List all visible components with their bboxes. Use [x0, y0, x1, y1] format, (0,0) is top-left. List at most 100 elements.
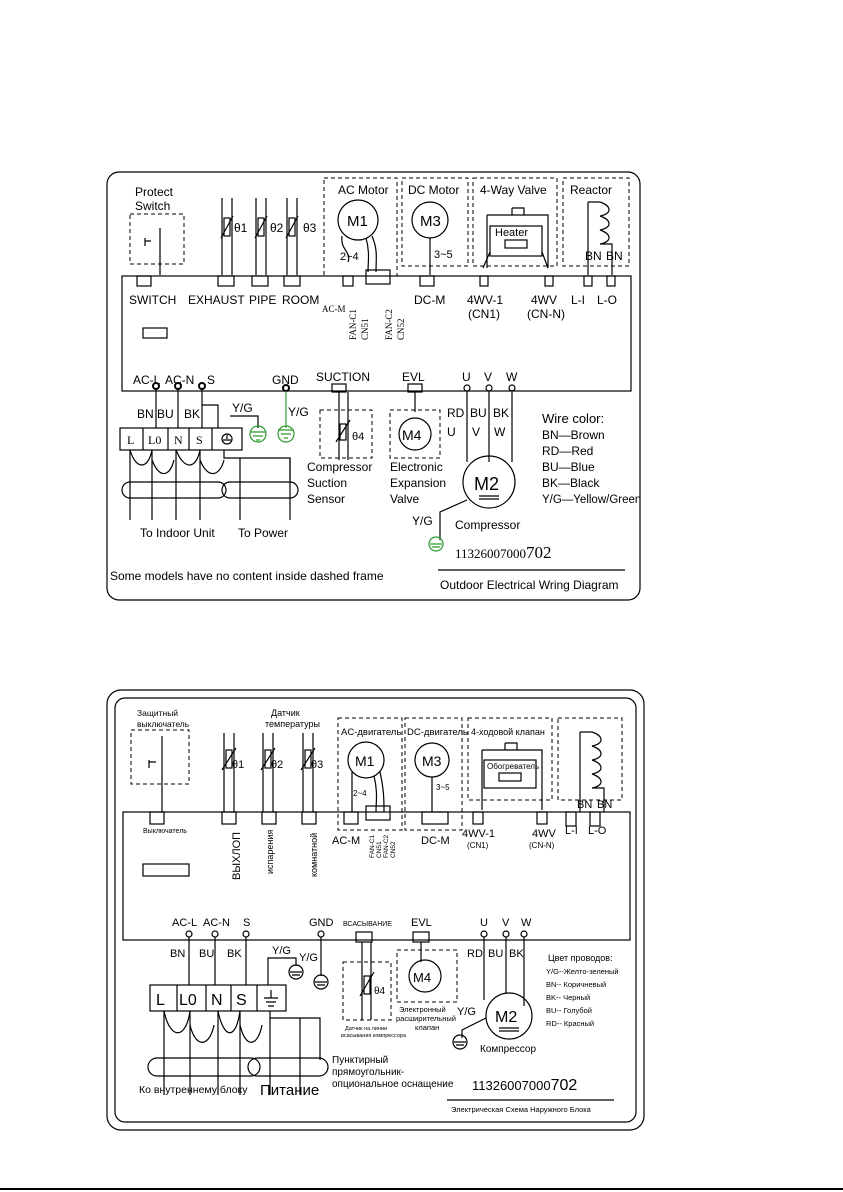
ru-pcb-w: W — [521, 917, 532, 929]
ru-wire-color-5: RD-- Красный — [546, 1019, 594, 1028]
ru-reactor-coil — [579, 731, 605, 812]
ru-dc-motor-label: DC-двигатель — [407, 727, 468, 738]
m2-label: M2 — [474, 474, 499, 494]
ru-m1-motor — [347, 741, 385, 779]
ru-pcb-4wv1: 4WV-1 — [462, 828, 495, 840]
ru-pcb-li: L-I — [565, 825, 578, 837]
svg-text:θ3: θ3 — [311, 759, 323, 771]
ru-pcb-switch-label: Выключатель — [143, 828, 187, 835]
ru-pcb-acl: AC-L — [172, 917, 197, 929]
comp-ground-symbol — [430, 543, 442, 548]
yg-ground-symbol — [250, 431, 266, 441]
ru-eev-frame — [396, 949, 458, 1003]
ru-pcb-lo: L-O — [588, 825, 607, 837]
wire-color-1: BN—Brown — [542, 428, 605, 442]
to-indoor-bundle — [121, 481, 227, 499]
sensor-pipe: θ2 — [254, 198, 284, 275]
ru-protect-switch-2: выключатель — [137, 719, 190, 729]
m4-label: M4 — [402, 427, 422, 443]
ru-note-1: Пунктирный — [332, 1055, 388, 1066]
eev-label-2: Expansion — [390, 476, 446, 490]
ru-wire-yg-1: Y/G — [272, 945, 291, 957]
eev-label-1: Electronic — [390, 460, 443, 474]
ru-heater-element — [498, 772, 522, 782]
comp-sensor-label-3: Sensor — [307, 492, 345, 506]
ru-reactor-frame — [557, 717, 623, 801]
comp-v: V — [472, 425, 480, 439]
ru-eev-2: расширительный — [396, 1014, 456, 1023]
protect-switch-frame — [129, 213, 185, 265]
ru-wire-color-3: BK-- Черный — [546, 993, 590, 1002]
gnd-symbol — [278, 391, 294, 439]
comp-wire-bk: BK — [493, 406, 509, 420]
sensor-exhaust: θ1 — [220, 198, 248, 275]
ru-dc-motor-frame — [404, 717, 463, 831]
pcb-w-label: W — [506, 370, 518, 384]
ru-m2-compressor — [485, 992, 533, 1040]
svg-text:S: S — [236, 992, 247, 1009]
comp-sensor-theta: θ4 — [352, 431, 364, 443]
ru-comp-wire-bu: BU — [488, 948, 503, 960]
svg-text:S: S — [196, 433, 203, 447]
m2-compressor — [462, 455, 516, 509]
ru-wire-bn: BN — [170, 948, 185, 960]
ru-pcb-s: S — [243, 917, 250, 929]
pcb-gnd-label: GND — [272, 373, 299, 387]
m3-label: M3 — [420, 213, 441, 230]
ru-eev-1: Электронный — [399, 1005, 446, 1014]
svg-text:L: L — [127, 433, 134, 447]
ru-pcb-exhaust-label: ВЫХЛОП — [231, 832, 243, 880]
m3-pins: 3~5 — [434, 249, 453, 261]
ru-comp-sensor-theta: θ4 — [374, 986, 386, 997]
ac-motor-frame — [323, 177, 398, 277]
pcb-v-label: V — [484, 370, 492, 384]
ru-heater-label: Обогреватель — [487, 762, 539, 771]
ru-wire-color-title: Цвет проводов: — [548, 953, 613, 963]
svg-text:L0: L0 — [179, 992, 197, 1009]
ru-pcb-cnn: (CN-N) — [529, 841, 555, 850]
ru-pcb-fanc1: FAN-C1 — [369, 835, 376, 859]
reactor-bn-2: BN — [606, 249, 623, 263]
ru-four-way-valve-frame — [467, 717, 553, 801]
ru-temp-sensor-2: температуры — [265, 719, 320, 729]
comp-sensor-frame — [319, 409, 373, 459]
doc-code: 11326007000702 — [455, 543, 552, 562]
ru-pcb-acm-label: AC-M — [332, 835, 360, 847]
m4-motor — [398, 417, 432, 451]
ru-wire-color-2: BN-- Коричневый — [546, 980, 606, 989]
pcb-cn1-label: (CN1) — [468, 307, 500, 321]
pcb-lo-label: L-O — [597, 293, 617, 307]
pcb-cn52-label: CN52 — [396, 318, 406, 340]
ru-diagram-caption: Электрическая Схема Наружного Блока — [451, 1105, 592, 1114]
wire-color-2: RD—Red — [542, 444, 593, 458]
ru-comp-sensor-1: Датчик на линии — [345, 1026, 387, 1032]
ru-note-3: опциональное оснащение — [332, 1079, 454, 1090]
english-diagram: Protect Switch θ1 θ2 θ3 AC Motor M1 — [106, 171, 641, 601]
ru-to-indoor-label: Ко внутреннему блоку — [139, 1084, 248, 1096]
ru-pcb-cn52: CN52 — [390, 841, 397, 858]
ru-wire-color-4: BU-- Голубой — [546, 1006, 592, 1015]
pcb-s-label: S — [207, 373, 215, 387]
ru-pcb-u: U — [480, 917, 488, 929]
to-power-bundle — [221, 481, 299, 499]
ru-reactor-bn-2: BN — [597, 799, 612, 811]
ru-pcb-suction: ВСАСЫВАНИЕ — [343, 921, 392, 928]
eev-label-3: Valve — [390, 492, 419, 506]
ru-comp-yg: Y/G — [457, 1006, 476, 1018]
protect-switch-symbol — [144, 228, 161, 275]
pcb-li-label: L-I — [571, 293, 585, 307]
ru-pcb-indicator — [142, 863, 190, 877]
to-power-label: To Power — [238, 526, 288, 540]
reactor-bn-1: BN — [585, 249, 602, 263]
ru-m4-motor — [408, 959, 442, 993]
comp-sensor-label-2: Suction — [307, 476, 347, 490]
pcb-room-label: ROOM — [282, 293, 319, 307]
ru-to-power-label: Питание — [260, 1082, 319, 1099]
pcb-dcm-label: DC-M — [414, 293, 445, 307]
ru-pcb-cn1: (CN1) — [467, 841, 489, 850]
ru-eev-3: клапан — [415, 1023, 439, 1032]
diagram-caption: Outdoor Electrical Wring Diagram — [440, 578, 619, 592]
wire-yg-1: Y/G — [232, 401, 253, 415]
ru-wire-yg-2: Y/G — [299, 952, 318, 964]
